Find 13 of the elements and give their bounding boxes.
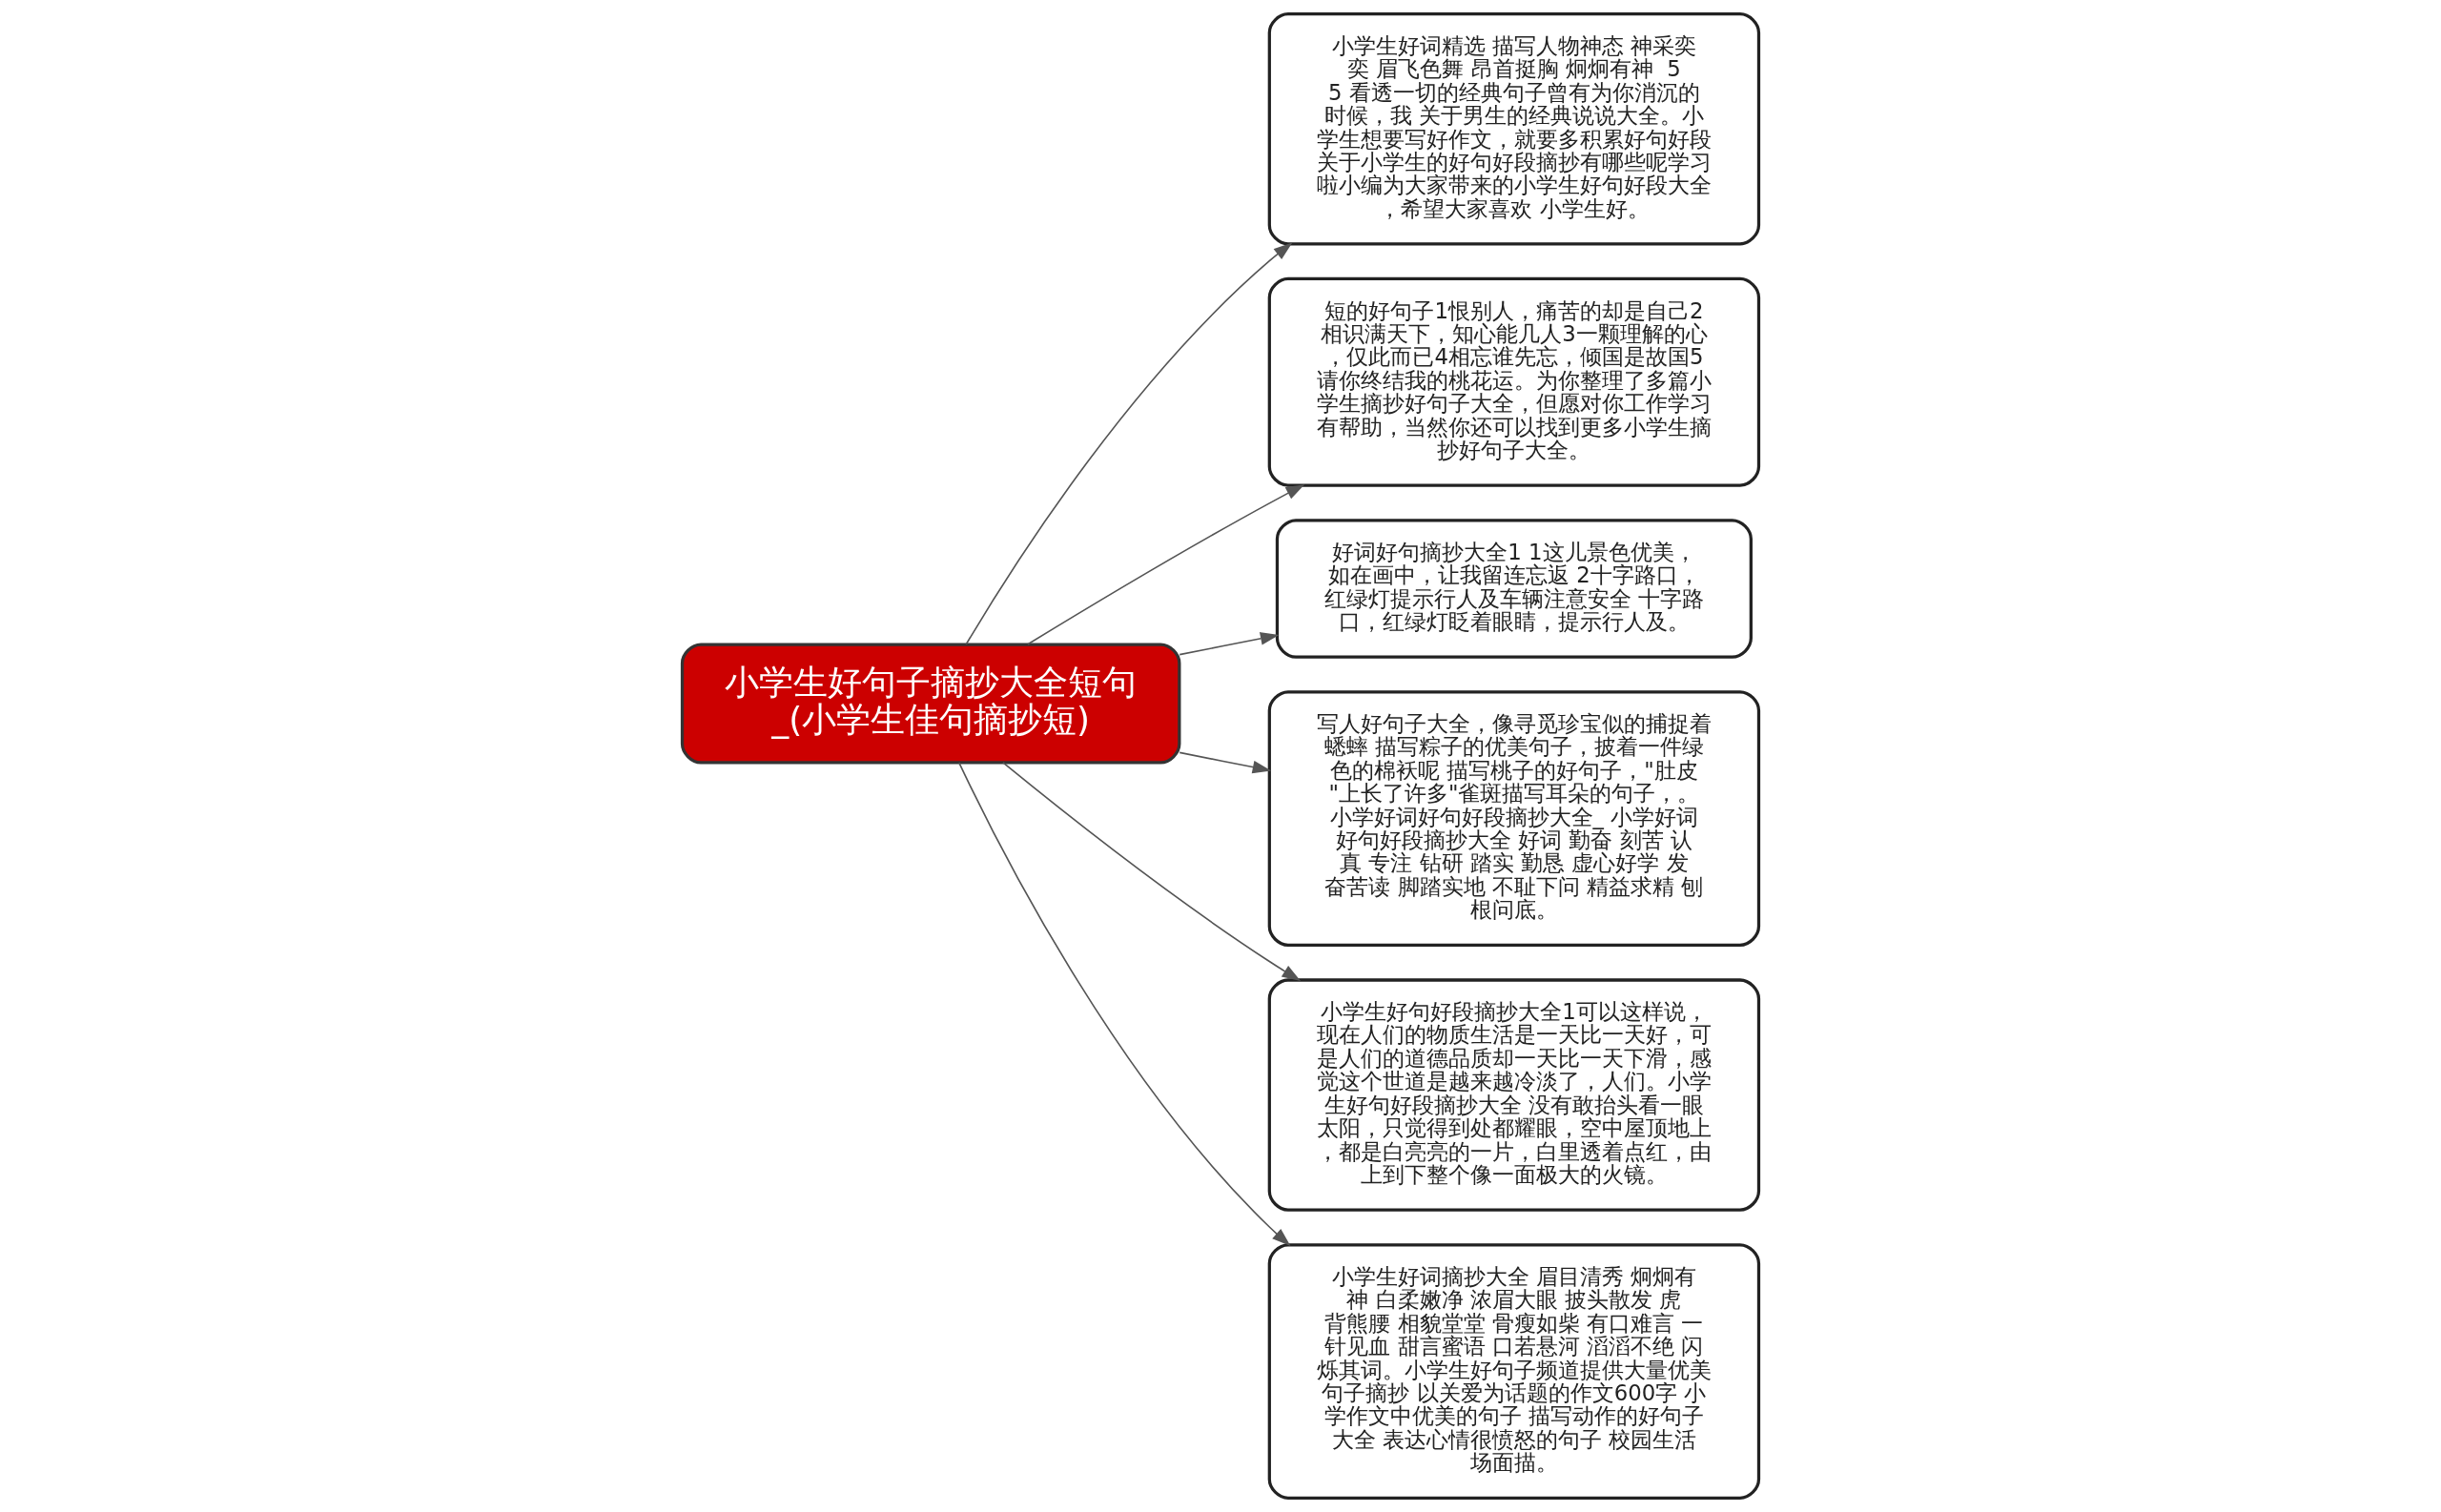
node-box: 写人好句子大全，像寻觅珍宝似的捕捉着蟋蟀 描写粽子的优美句子，披着一件绿色的棉袄呢 描写桃子的好句子，"肚皮"上长了许多"雀斑描写耳朵的句子，。小学好词好句好段摘抄大全_ 小学好词好句好段摘抄大全 好词 勤奋 刻苦 认真 专注 钻研 踏实 勤恳 虚心好学 发奋苦读 脚踏实地 不耻下问 精益求精 刨根问底。 [1267,690,1761,947]
node-box: 小学生好句好段摘抄大全1可以这样说，现在人们的物质生活是一天比一天好，可是人们的道德品质却一天比一天下滑，感觉这个世道是越来越冷淡了，人们。小学生好句好段摘抄大全 没有敢抬头看一眼太阳，只觉得到处都耀眼，空中屋顶地上，都是白亮亮的一片，白里透着点红，由上到下整个像一面极大的火镜。 [1267,978,1761,1212]
node-box: 小学生好词精选 描写人物神态 神采奕奕 眉飞色舞 昂首挺胸 炯炯有神 55 看透一切的经典句子曾有为你消沉的时候，我 关于男生的经典说说大全。小学生想要写好作文，就要多积累好句好段关于小学生的好句好段摘抄有哪些呢学习啦小编为大家带来的小学生好句好段大全，希望大家喜欢 小学生好。 [1267,12,1761,246]
arrow [1002,762,1302,982]
arrow [1179,751,1272,774]
arrow [965,242,1293,645]
arrow [958,762,1291,1246]
arrow [1179,632,1280,656]
node-box: 短的好句子1恨别人，痛苦的却是自己2相识满天下，知心能几人3一颗理解的心，仅此而已4相忘谁先忘，倾国是故国5请你终结我的桃花运。为你整理了多篇小学生摘抄好句子大全，但愿对你工作学习有帮助，当然你还可以找到更多小学生摘抄好句子大全。 [1267,276,1761,487]
arrow [1027,484,1305,645]
node-box: 小学生好句子摘抄大全短句_(小学生佳句摘抄短) [680,643,1181,765]
node-box: 小学生好词摘抄大全 眉目清秀 炯炯有神 白柔嫩净 浓眉大眼 披头散发 虎背熊腰 相貌堂堂 骨瘦如柴 有口难言 一针见血 甜言蜜语 口若悬河 滔滔不绝 闪烁其词。小学生好句子频道提供大量优美句子摘抄 以关爱为话题的作文600字 小学作文中优美的句子 描写动作的好句子大全 表达心情很愤怒的句子 校园生活场面描。 [1267,1243,1761,1500]
node-box: 好词好句摘抄大全1 1这儿景色优美，如在画中，让我留连忘返 2十字路口，红绿灯提示行人及车辆注意安全 十字路口，红绿灯眨着眼睛，提示行人及。 [1275,519,1753,659]
